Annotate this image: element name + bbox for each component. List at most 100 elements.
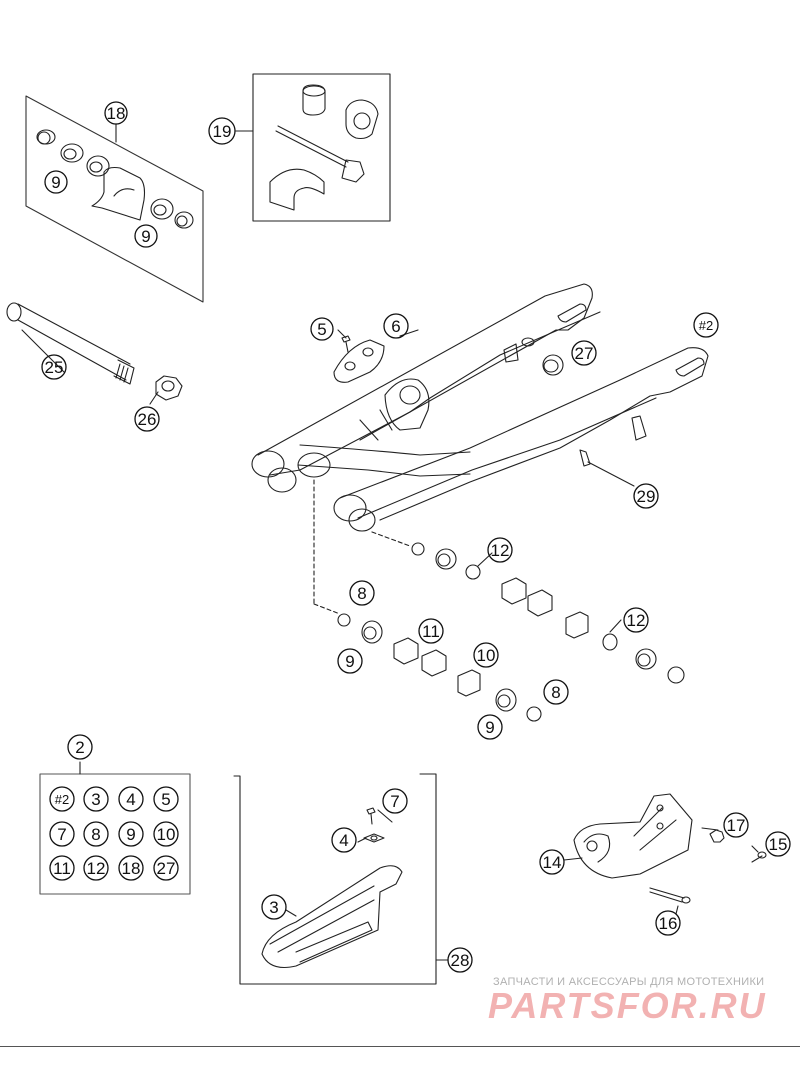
svg-text:5: 5 [317,320,326,339]
callout-27: 27 [571,340,597,366]
callout-5: 5 [310,317,334,341]
svg-text:9: 9 [126,825,135,844]
kit-item: 3 [83,786,109,812]
pivot-nut [149,375,183,405]
callout-10: 10 [473,642,499,668]
kit-item: 12 [83,855,109,881]
svg-text:26: 26 [138,410,157,429]
bolt-16 [649,887,691,904]
kit-19-box [235,73,391,222]
callout-9: 9 [337,648,363,674]
kit-item: 8 [83,821,109,847]
callout-7: 7 [382,788,408,814]
svg-text:3: 3 [269,898,278,917]
svg-text:11: 11 [422,622,440,641]
svg-text:11: 11 [53,859,71,878]
svg-text:25: 25 [45,358,64,377]
callout-18: 18 [104,101,128,125]
callout-hash-2: #2 [693,312,719,338]
svg-text:7: 7 [57,825,66,844]
callout-12: 12 [623,607,649,633]
kit-item: 18 [118,855,144,881]
callouts: 18 9 9 19 25 26 5 6 27 #2 29 12 8 11 12 … [41,101,791,973]
kit-item: 27 [153,855,179,881]
svg-text:9: 9 [485,718,494,737]
kit-item: 9 [118,821,144,847]
watermark-logo: PARTSFOR.RU [488,985,767,1026]
kit-19-parts [269,84,379,211]
svg-text:2: 2 [75,738,84,757]
svg-text:10: 10 [477,646,496,665]
callout-8: 8 [349,580,375,606]
kit-item: 11 [49,855,75,881]
callout-9: 9 [477,714,503,740]
svg-text:12: 12 [87,859,106,878]
kit-item: 10 [153,821,179,847]
kit-item: #2 [49,786,75,812]
svg-text:7: 7 [390,792,399,811]
svg-text:12: 12 [491,541,510,560]
chain-slider-3 [261,865,403,969]
svg-text:19: 19 [213,122,232,141]
svg-text:8: 8 [91,825,100,844]
washer-4 [363,833,385,843]
callout-11: 11 [418,618,444,644]
callout-19: 19 [208,117,236,145]
bolt-7 [366,807,376,825]
kit-item: 4 [118,786,144,812]
pivot-axle [6,302,135,385]
kit-item: 7 [49,821,75,847]
callout-9: 9 [134,224,158,248]
kit-2-grid: #2 3 4 5 7 8 9 10 11 12 18 27 [49,786,179,881]
kit-18-box [25,95,204,303]
svg-text:3: 3 [91,790,100,809]
svg-text:8: 8 [357,584,366,603]
callout-2: 2 [67,734,93,760]
kit-28-box [233,773,449,985]
svg-text:27: 27 [157,859,176,878]
leader-lines [21,329,759,917]
svg-text:9: 9 [345,652,354,671]
kit-2-box [39,761,191,895]
svg-text:5: 5 [161,790,170,809]
svg-text:9: 9 [141,227,150,246]
svg-text:15: 15 [769,835,788,854]
callout-28: 28 [447,947,473,973]
svg-text:8: 8 [551,683,560,702]
svg-text:#2: #2 [699,318,713,333]
callout-26: 26 [134,406,160,432]
callout-17: 17 [723,812,749,838]
svg-text:#2: #2 [55,792,69,807]
callout-4: 4 [331,827,357,853]
kit-item: 5 [153,786,179,812]
svg-text:18: 18 [122,859,141,878]
chain-guide-6 [333,339,385,383]
watermark-tagline: ЗАПЧАСТИ И АКСЕССУАРЫ ДЛЯ МОТОТЕХНИКИ [493,976,765,988]
svg-text:27: 27 [575,344,594,363]
svg-text:12: 12 [627,611,646,630]
bearing-stack-left [313,479,542,722]
svg-text:16: 16 [659,914,678,933]
callout-15: 15 [765,831,791,857]
svg-text:6: 6 [391,317,400,336]
callout-29: 29 [633,483,659,509]
nut-17 [709,829,725,843]
svg-text:10: 10 [157,825,176,844]
callout-9: 9 [44,170,68,194]
callout-12: 12 [487,537,513,563]
bolt-5 [341,335,351,353]
callout-8: 8 [543,679,569,705]
swingarm [251,283,709,532]
bushing-27 [542,354,564,376]
chain-guide-14 [573,793,693,879]
svg-text:28: 28 [451,951,470,970]
callout-14: 14 [539,849,565,875]
bottom-divider [0,1046,800,1047]
bearing-stack-right [371,531,685,684]
callout-6: 6 [383,313,409,339]
callout-25: 25 [41,354,67,380]
svg-text:4: 4 [339,831,348,850]
kit-18-bushing-parts [36,129,194,229]
svg-text:9: 9 [51,173,60,192]
